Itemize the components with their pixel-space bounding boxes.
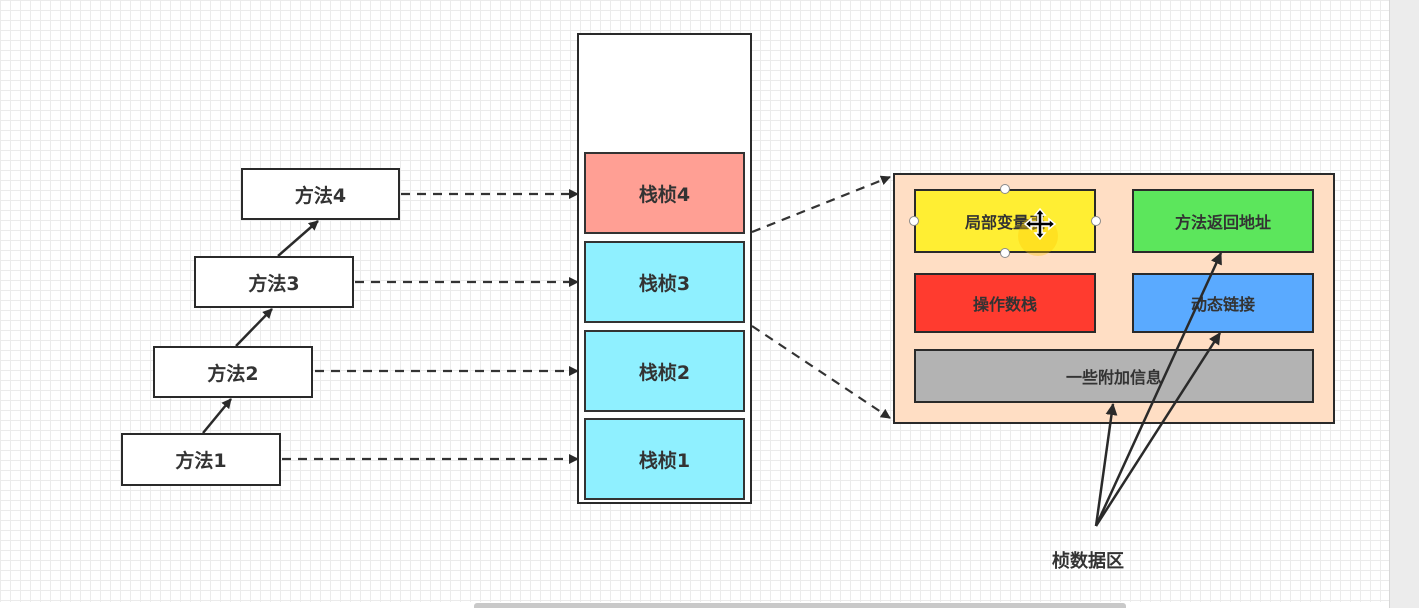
operand-stack-slot[interactable]: 操作数栈 xyxy=(914,273,1096,333)
right-scrollbar-gutter[interactable] xyxy=(1389,0,1419,608)
horizontal-scrollbar-thumb[interactable] xyxy=(474,603,1126,608)
local-variables-label: 局部变量表 xyxy=(964,213,1045,232)
stack-frame-2[interactable]: 栈桢2 xyxy=(584,330,745,412)
stack-frame-4[interactable]: 栈桢4 xyxy=(584,152,745,234)
additional-info-label: 一些附加信息 xyxy=(1065,368,1162,387)
method-4-box[interactable]: 方法4 xyxy=(241,168,400,220)
arrow-method1-to-method2 xyxy=(202,398,232,434)
dashed-stack-to-detail-top xyxy=(751,175,891,234)
method-4-label: 方法4 xyxy=(294,184,347,207)
operand-stack-label: 操作数栈 xyxy=(972,295,1037,314)
arrow-method3-to-method4 xyxy=(277,220,319,257)
selection-handle-right[interactable] xyxy=(1091,216,1101,226)
method-1-label: 方法1 xyxy=(175,450,227,472)
additional-info-slot[interactable]: 一些附加信息 xyxy=(914,349,1314,403)
method-2-box[interactable]: 方法2 xyxy=(153,346,313,398)
method-3-label: 方法3 xyxy=(248,272,300,295)
selection-handle-bottom[interactable] xyxy=(1000,248,1010,258)
dynamic-linking-label: 动态链接 xyxy=(1190,295,1255,314)
frame-data-area-label: 桢数据区 xyxy=(1052,551,1124,572)
method-2-label: 方法2 xyxy=(207,362,259,385)
dynamic-linking-slot[interactable]: 动态链接 xyxy=(1132,273,1314,333)
diagram-canvas[interactable]: 方法4 方法3 方法2 方法1 栈桢4 栈桢3 栈桢2 栈桢1 局部变量表 方法… xyxy=(0,0,1389,602)
return-address-slot[interactable]: 方法返回地址 xyxy=(1132,189,1314,253)
local-variables-slot[interactable]: 局部变量表 xyxy=(914,189,1096,253)
selection-handle-top[interactable] xyxy=(1000,184,1010,194)
method-3-box[interactable]: 方法3 xyxy=(194,256,354,308)
move-cursor-icon xyxy=(1018,206,1058,256)
selection-handle-left[interactable] xyxy=(909,216,919,226)
stack-frame-3[interactable]: 栈桢3 xyxy=(584,241,745,323)
stack-frame-2-label: 栈桢2 xyxy=(638,361,691,384)
arrow-method2-to-method3 xyxy=(235,308,273,347)
stack-frame-3-label: 栈桢3 xyxy=(638,272,691,295)
method-1-box[interactable]: 方法1 xyxy=(121,433,281,486)
return-address-label: 方法返回地址 xyxy=(1174,213,1271,232)
stack-frame-1-label: 栈桢1 xyxy=(638,449,691,472)
dashed-stack-to-detail-bottom xyxy=(751,325,891,419)
stack-frame-4-label: 栈桢4 xyxy=(638,183,691,206)
stack-frame-1[interactable]: 栈桢1 xyxy=(584,418,745,500)
